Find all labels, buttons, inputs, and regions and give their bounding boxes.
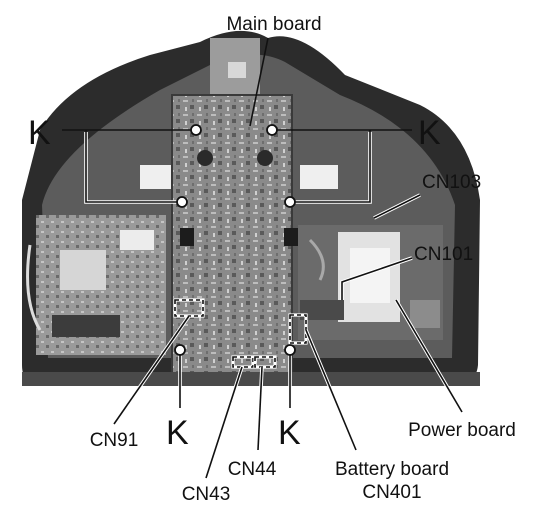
label-power-board: Power board — [408, 420, 516, 441]
label-cn43: CN43 — [182, 484, 231, 505]
screw-marker-k-top-right — [266, 124, 278, 136]
label-cn91: CN91 — [90, 430, 139, 451]
cn44-connector-box — [253, 355, 277, 369]
screw-marker-k-mid-left — [176, 196, 188, 208]
leader-power-board — [395, 299, 463, 413]
right-clip-photo — [300, 165, 338, 189]
leader-k-top-left — [62, 129, 196, 204]
screw-marker-k-bottom-left — [174, 344, 186, 356]
label-battery-board: Battery board — [335, 459, 449, 480]
label-cn101: CN101 — [414, 244, 473, 265]
leader-cn101 — [341, 257, 413, 300]
leader-cn401 — [305, 329, 357, 451]
leader-main-board — [249, 37, 269, 127]
leader-cn91 — [113, 315, 190, 425]
label-k-top-left: K — [28, 114, 51, 152]
leader-cn103 — [373, 194, 421, 219]
screw-marker-k-bottom-right — [284, 344, 296, 356]
label-main-board: Main board — [226, 14, 321, 35]
housing-bottom-photo — [22, 372, 480, 386]
leader-lines — [62, 37, 464, 479]
left-board-photo — [26, 215, 166, 355]
label-k-bottom-right: K — [278, 414, 301, 452]
power-board-photo — [298, 225, 443, 340]
label-cn401: CN401 — [362, 482, 421, 503]
label-k-bottom-left: K — [166, 414, 189, 452]
label-cn44: CN44 — [228, 459, 277, 480]
cn43-connector-box — [231, 355, 255, 369]
label-k-top-right: K — [418, 114, 441, 152]
leader-cn43 — [205, 366, 243, 479]
leader-k-top-right — [272, 129, 412, 204]
label-cn103: CN103 — [422, 172, 481, 193]
leader-cn44 — [257, 366, 263, 451]
screw-marker-k-mid-right — [284, 196, 296, 208]
screw-marker-k-top-left — [190, 124, 202, 136]
main-board-photo — [171, 94, 298, 376]
cn401-connector-box — [288, 313, 308, 345]
